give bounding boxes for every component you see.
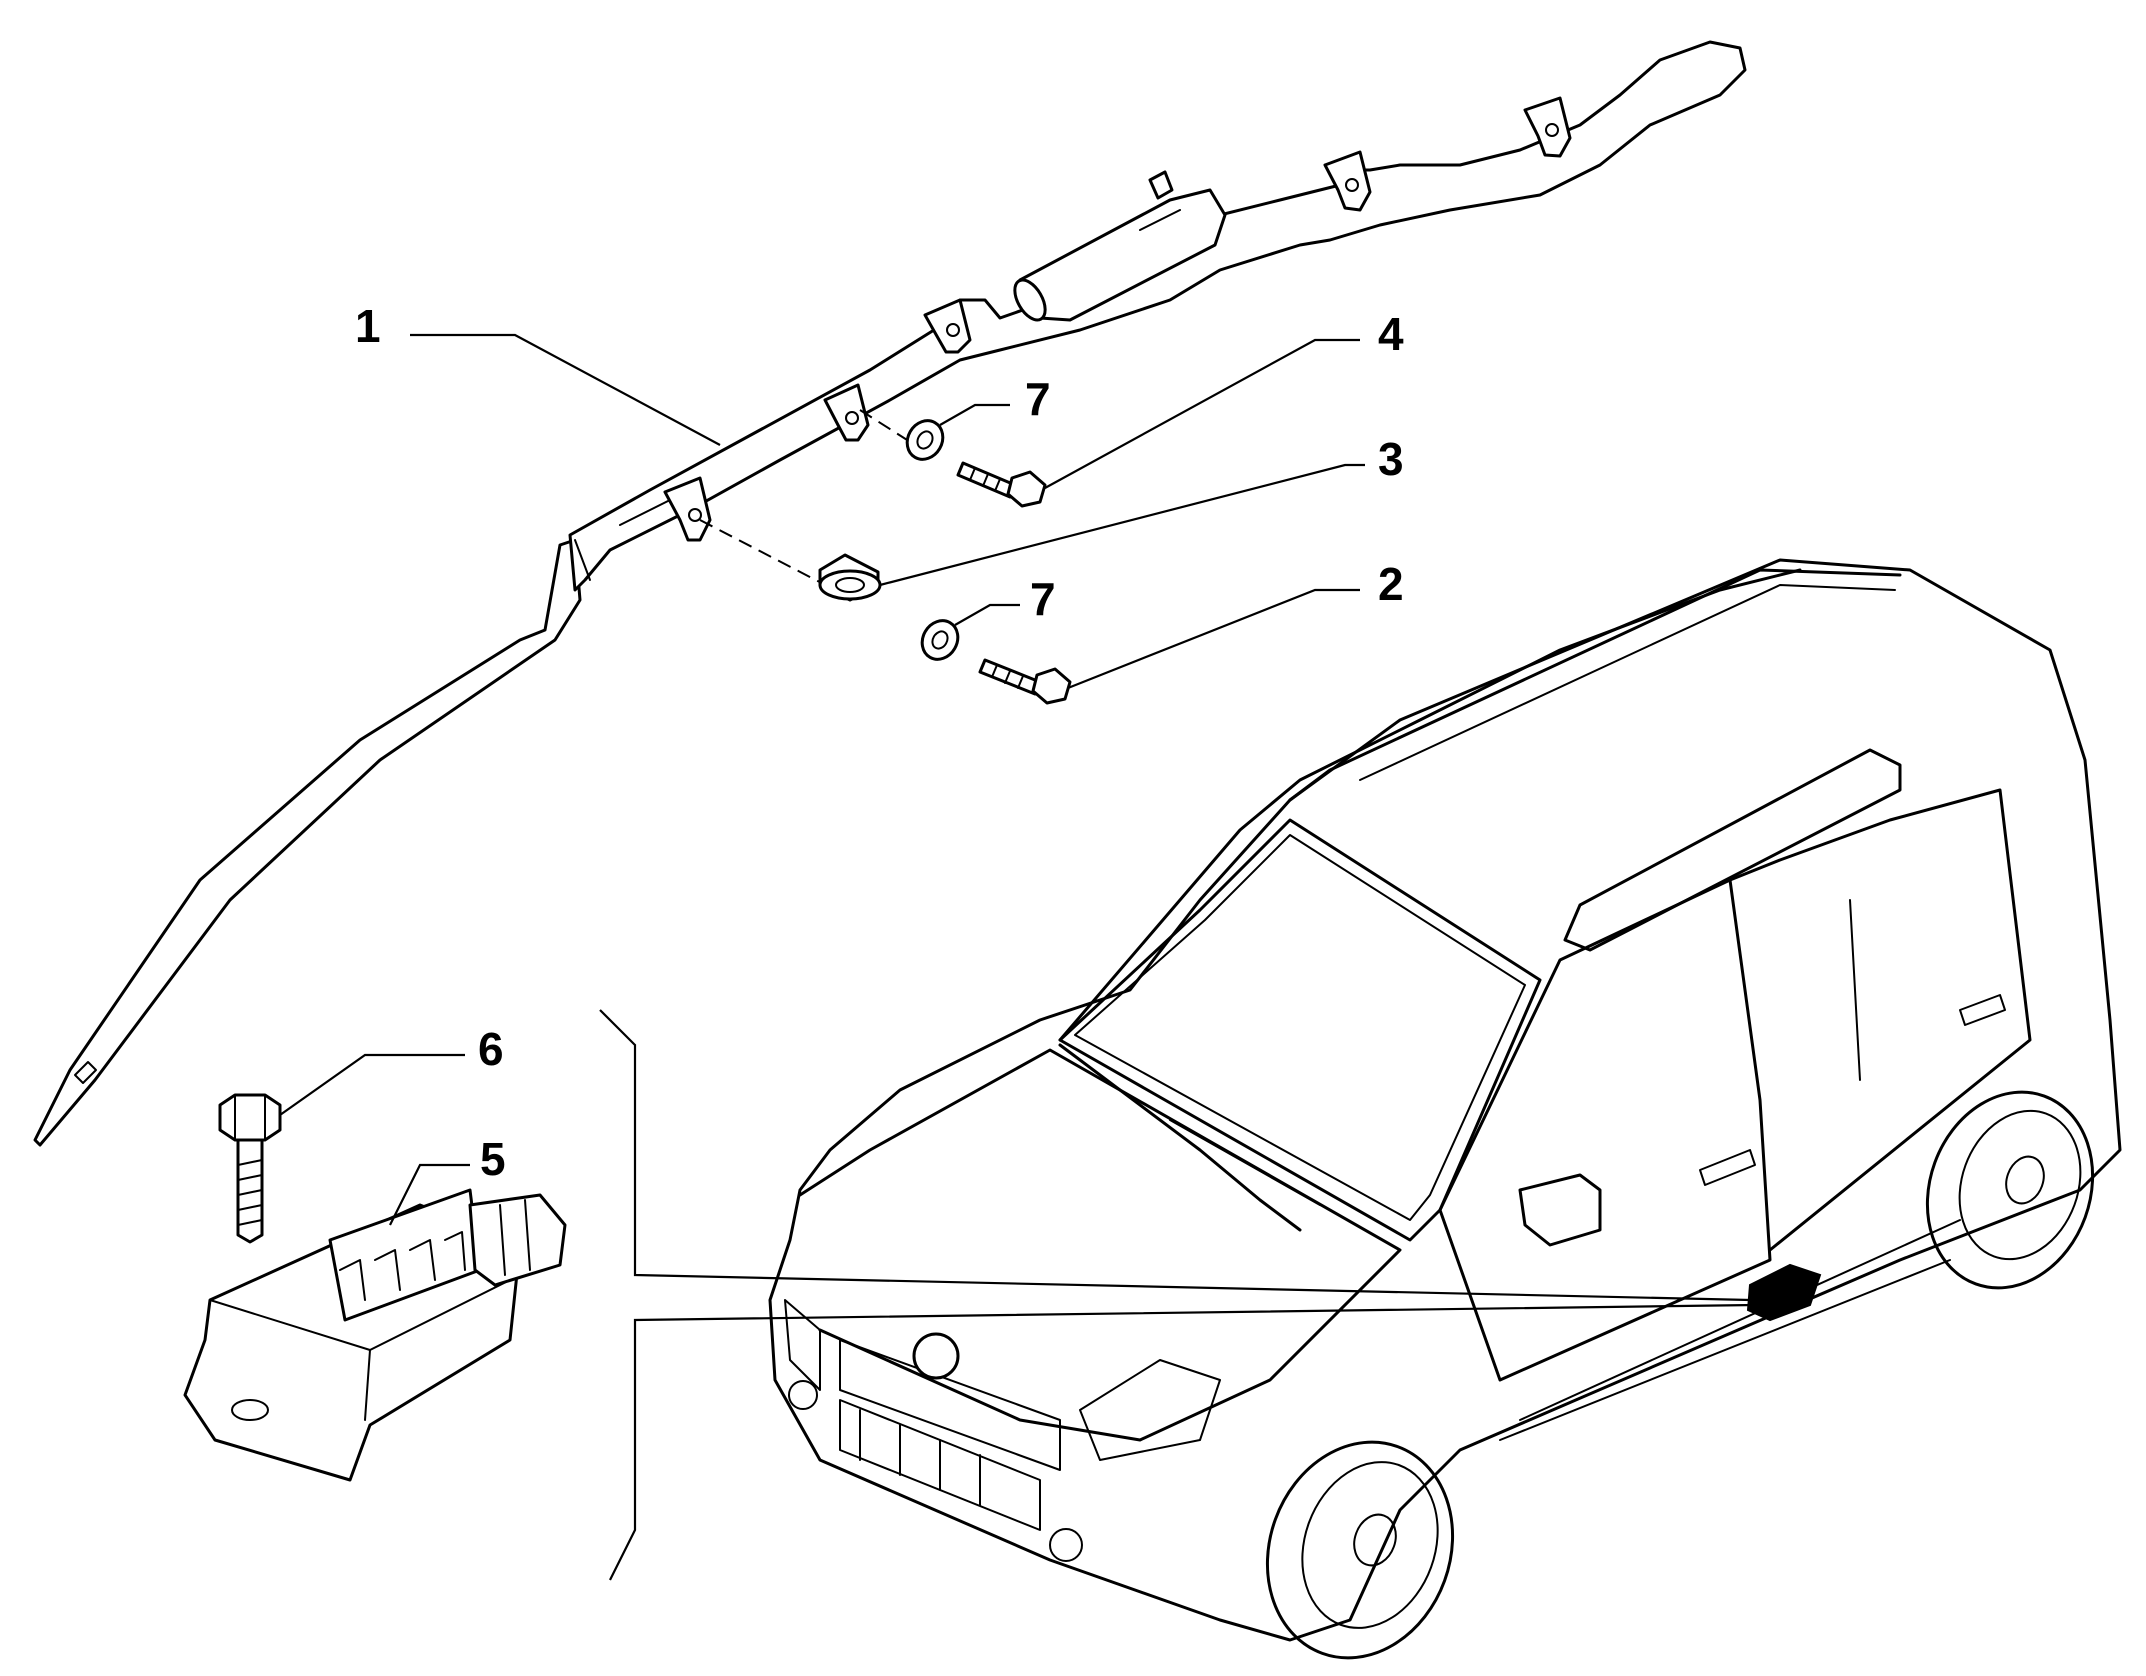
leader-5 [389, 1163, 470, 1226]
brand-badge [912, 1332, 960, 1380]
leader-6 [279, 1053, 465, 1116]
leader-3 [879, 463, 1365, 587]
callout-7-upper: 7 [1025, 373, 1051, 425]
callout-7-lower: 7 [1030, 573, 1056, 625]
mounting-tab [1523, 96, 1572, 158]
curtain-airbag [33, 40, 1747, 1147]
mounting-tab [663, 476, 712, 542]
rear-wheel [1925, 1090, 2095, 1290]
leader-7a [939, 403, 1010, 426]
spacer-bushing [818, 553, 882, 602]
bolt-upper [956, 461, 1047, 508]
installed-airbag-marker [1058, 568, 1802, 1042]
washer-upper [905, 419, 945, 461]
callout-2: 2 [1378, 558, 1404, 610]
installed-sensor-marker [1746, 1263, 1822, 1322]
bolt-vertical [218, 1093, 282, 1244]
mounting-tab [1323, 150, 1372, 212]
mounting-tab [923, 298, 972, 354]
crash-sensor [183, 1188, 567, 1482]
front-wheel [1265, 1440, 1455, 1660]
bolt-lower [978, 658, 1072, 705]
washer-lower [920, 619, 960, 661]
leader-1 [410, 333, 721, 446]
mounting-tab [823, 383, 870, 442]
callout-4: 4 [1378, 308, 1404, 360]
callout-3: 3 [1378, 433, 1404, 485]
callout-5: 5 [480, 1133, 506, 1185]
leader-7b [954, 603, 1020, 626]
leader-4 [1044, 338, 1360, 489]
leader-2 [1067, 588, 1360, 690]
callout-6: 6 [478, 1023, 504, 1075]
callout-1: 1 [355, 300, 381, 352]
car-illustration [768, 558, 2122, 1660]
